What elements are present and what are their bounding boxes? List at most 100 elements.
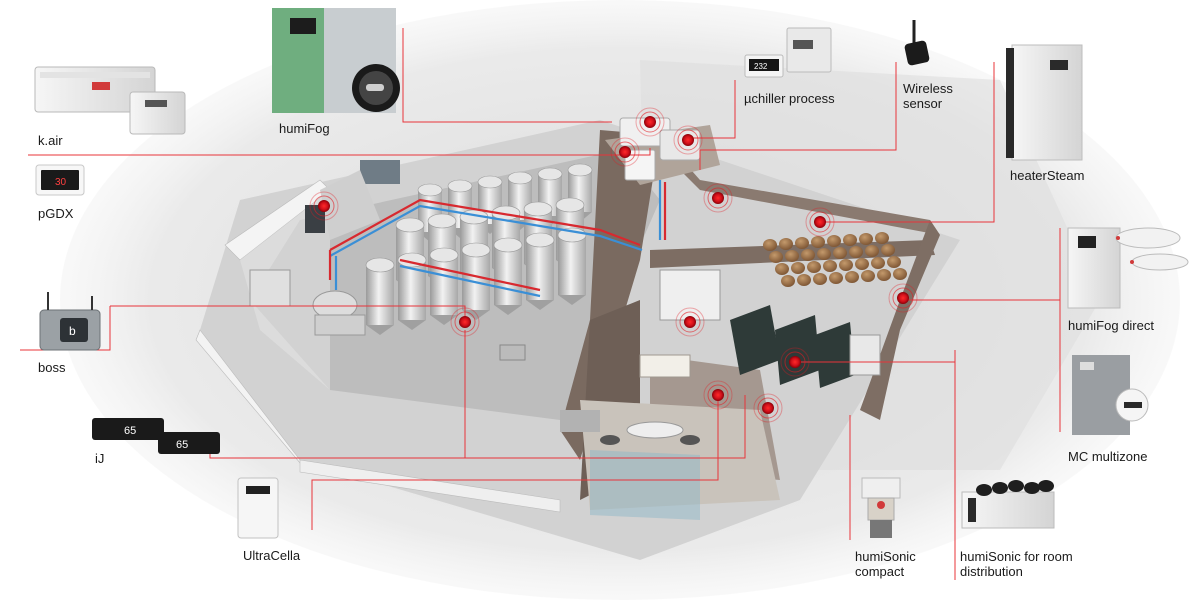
sensor-hotspot — [805, 207, 835, 237]
hotspot-ring-inner — [677, 129, 699, 151]
barrel — [813, 273, 827, 285]
barrel — [871, 257, 885, 269]
hotspot-dot — [684, 316, 696, 328]
hotspot-ring-inner — [679, 311, 701, 333]
tank — [525, 232, 555, 310]
ultracella-image — [237, 477, 279, 539]
label-boss: boss — [38, 360, 66, 375]
process-machinery — [249, 205, 526, 361]
sensor-hotspot — [450, 307, 480, 337]
barrel — [829, 272, 843, 284]
tank-cone — [366, 325, 394, 335]
hotspot-dot — [712, 389, 724, 401]
connector-line — [690, 80, 736, 139]
barrel — [845, 271, 859, 283]
barrel — [843, 234, 857, 246]
barrel — [893, 268, 907, 280]
barrel — [785, 250, 799, 262]
tank-cone — [430, 315, 458, 325]
hotspot-ring-inner — [809, 211, 831, 233]
barrel — [865, 245, 879, 257]
sensor-hotspot — [673, 125, 703, 155]
barrel — [881, 244, 895, 256]
hotspot-ring-outer — [309, 191, 339, 221]
tank-top — [417, 183, 443, 197]
tank-top — [493, 237, 523, 253]
connector-line — [699, 62, 897, 170]
pgdx-value: 30 — [55, 177, 67, 188]
heatersteam-cabinet-image — [1006, 44, 1083, 161]
hotspot-ring-outer — [703, 183, 733, 213]
barrel — [763, 239, 777, 251]
barrel — [855, 258, 869, 270]
hotspot-dot — [814, 216, 826, 228]
tank — [397, 252, 427, 330]
wine-barrels — [763, 232, 907, 287]
sensor-hotspot — [703, 183, 733, 213]
connector-line — [820, 62, 995, 223]
kair-controller-image — [34, 66, 186, 135]
hotspot-dot — [762, 402, 774, 414]
hotspot-dot — [459, 316, 471, 328]
hotspot-ring-outer — [703, 380, 733, 410]
hotspot-ring-inner — [454, 311, 476, 333]
hotspot-dot — [619, 146, 631, 158]
label-humisonic-room: humiSonic for room distribution — [960, 549, 1073, 579]
tank-top — [365, 257, 395, 273]
connector-line — [311, 395, 719, 530]
hotspot-ring-inner — [784, 351, 806, 373]
sensor-hotspots — [309, 107, 918, 423]
connector-line — [465, 395, 746, 459]
label-wireless-line-1: Wireless — [903, 81, 953, 96]
label-wireless-line-2: sensor — [903, 96, 943, 111]
hotspot-ring-outer — [888, 283, 918, 313]
hotspot-ring-inner — [757, 397, 779, 419]
tank-body — [526, 240, 554, 300]
pgdx-display-image: 30 — [35, 164, 85, 196]
label-kair: k.air — [38, 133, 63, 148]
hotspot-ring-inner — [313, 195, 335, 217]
tank-top — [461, 242, 491, 258]
humisonic-compact-image — [861, 477, 901, 538]
hotspot-ring-outer — [675, 307, 705, 337]
sensor-hotspot — [635, 107, 665, 137]
tank-body — [430, 255, 458, 315]
fermentation-tanks — [365, 163, 593, 335]
hotspot-dot — [318, 200, 330, 212]
tank-body — [366, 265, 394, 325]
humifog-cabinet-image — [272, 8, 400, 113]
sensor-hotspot — [888, 283, 918, 313]
boss-logo-glyph: b — [69, 324, 76, 338]
hotspot-ring-outer — [610, 137, 640, 167]
tank-top — [507, 171, 533, 185]
mc-multizone-image — [1072, 355, 1149, 435]
hotspot-ring-inner — [639, 111, 661, 133]
tank — [365, 257, 395, 335]
barrel — [849, 246, 863, 258]
label-pgdx: pGDX — [38, 206, 74, 221]
barrel — [811, 236, 825, 248]
hotspot-ring-outer — [753, 393, 783, 423]
sensor-hotspot — [309, 191, 339, 221]
barrel — [801, 249, 815, 261]
tank-cone — [494, 305, 522, 315]
barrel — [875, 232, 889, 244]
label-heatersteam: heaterSteam — [1010, 168, 1085, 183]
barrel — [861, 270, 875, 282]
ij-value-1: 65 — [124, 425, 136, 437]
tank-cone — [398, 320, 426, 330]
humifog-direct-image — [1067, 227, 1189, 309]
tank-top — [523, 201, 553, 217]
tank-top — [447, 179, 473, 193]
label-uchiller: µchiller process — [744, 91, 835, 106]
ij-controller-image: 65 65 — [92, 418, 220, 454]
tank-top — [537, 167, 563, 181]
label-humisonic-compact: humiSonic compact — [855, 549, 916, 579]
hotspot-ring-outer — [780, 347, 810, 377]
barrel — [817, 248, 831, 260]
barrel — [839, 259, 853, 271]
tank-cone — [558, 295, 586, 305]
label-humisonic-room-line-2: distribution — [960, 564, 1023, 579]
connector-line — [28, 148, 651, 156]
